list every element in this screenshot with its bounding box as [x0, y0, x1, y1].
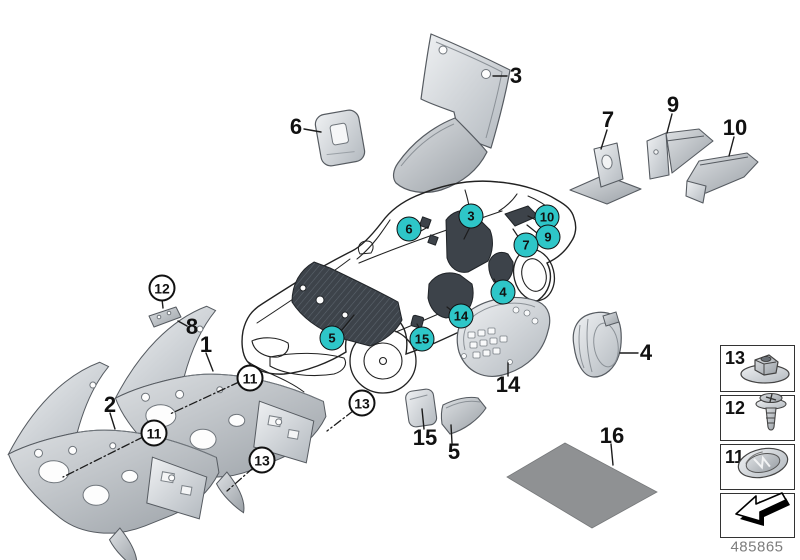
part-label-2[interactable]: 2 — [103, 392, 117, 417]
part-label-10[interactable]: 10 — [722, 115, 748, 140]
callout-outline-11-b[interactable]: 11 — [140, 419, 168, 447]
part-label-9[interactable]: 9 — [666, 92, 680, 117]
part-14-door-insulation-drawing — [456, 296, 551, 377]
leader-lines-dashdot — [62, 381, 354, 492]
part-label-3[interactable]: 3 — [509, 63, 523, 88]
grommet-icon — [731, 440, 793, 489]
part-8-strip-drawing — [148, 306, 182, 328]
part-6-pad-drawing — [314, 109, 366, 167]
callout-teal-15[interactable]: 15 — [409, 326, 435, 352]
callout-teal-5[interactable]: 5 — [319, 325, 345, 351]
part-label-5[interactable]: 5 — [447, 439, 461, 464]
legend-box-11[interactable]: 11 — [720, 444, 795, 490]
callout-teal-14[interactable]: 14 — [448, 303, 474, 329]
part-label-1[interactable]: 1 — [199, 332, 213, 357]
part-label-16[interactable]: 16 — [599, 423, 625, 448]
callout-teal-7[interactable]: 7 — [513, 232, 539, 258]
part-label-7[interactable]: 7 — [601, 107, 615, 132]
callout-outline-12[interactable]: 12 — [148, 274, 176, 302]
legend-box-arrow[interactable] — [720, 492, 795, 538]
part-label-15[interactable]: 15 — [412, 425, 438, 450]
part-label-14[interactable]: 14 — [495, 372, 521, 397]
callout-outline-11-a[interactable]: 11 — [236, 364, 264, 392]
callout-outline-13-a[interactable]: 13 — [348, 389, 376, 417]
callout-teal-3[interactable]: 3 — [458, 203, 484, 229]
part-label-4[interactable]: 4 — [639, 340, 653, 365]
document-number: 485865 — [730, 538, 784, 556]
leader-lines — [109, 75, 735, 466]
car-installed-parts-drawing — [291, 205, 539, 347]
part-3-insulation-drawing — [392, 33, 511, 193]
car-outline-drawing — [241, 180, 577, 394]
legend-label-13: 13 — [725, 348, 746, 368]
legend-box-12[interactable]: 12 — [720, 392, 795, 441]
legend-label-12: 12 — [725, 398, 746, 418]
callout-teal-6[interactable]: 6 — [396, 216, 422, 242]
part-7-bracket-drawing — [569, 142, 642, 205]
legend-box-13[interactable]: 13 — [720, 345, 795, 392]
part-10-bracket-drawing — [685, 152, 759, 204]
direction-arrow-icon — [727, 489, 791, 534]
part-label-6[interactable]: 6 — [289, 114, 303, 139]
part-15-pad-drawing — [405, 388, 438, 428]
part-9-bracket-drawing — [646, 128, 714, 180]
part-4-wheelarch-insulation-drawing — [572, 311, 622, 378]
callout-teal-4[interactable]: 4 — [490, 279, 516, 305]
callout-outline-13-b[interactable]: 13 — [248, 446, 276, 474]
part-label-8[interactable]: 8 — [185, 314, 199, 339]
expansion-rivet-icon — [741, 391, 793, 440]
part-5-strip-drawing — [440, 396, 487, 435]
part-16-sheet-drawing — [506, 442, 658, 529]
flanged-nut-icon — [735, 344, 793, 391]
callout-teal-9[interactable]: 9 — [535, 224, 561, 250]
